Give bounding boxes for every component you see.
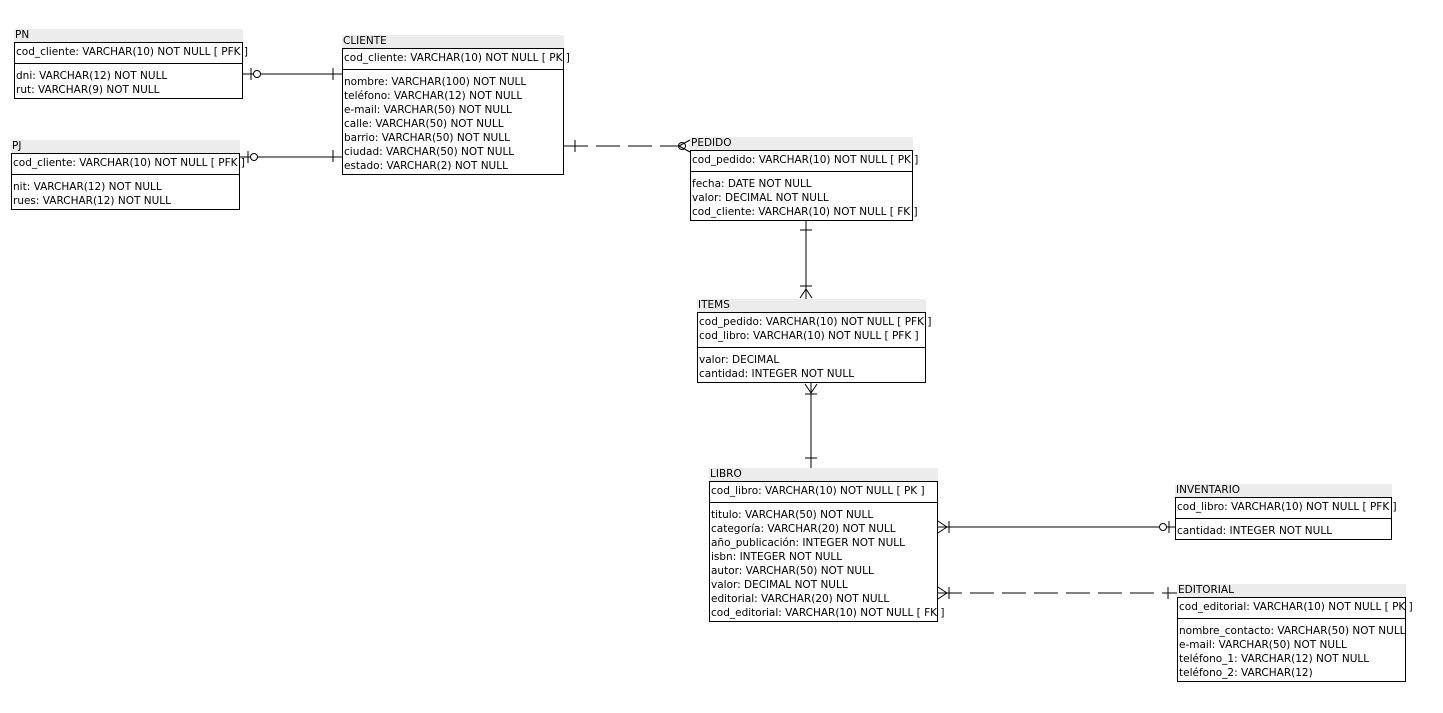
primary-key-section: cod_pedido: VARCHAR(10) NOT NULL [ PK ] xyxy=(691,151,919,172)
attribute: titulo: VARCHAR(50) NOT NULL xyxy=(711,509,874,521)
primary-key-attribute: cod_cliente: VARCHAR(10) NOT NULL [ PFK … xyxy=(13,157,245,169)
entity-title: CLIENTE xyxy=(342,35,564,48)
primary-key-attribute: cod_libro: VARCHAR(10) NOT NULL [ PFK ] xyxy=(699,330,919,342)
attribute: autor: VARCHAR(50) NOT NULL xyxy=(711,565,874,577)
attribute: nit: VARCHAR(12) NOT NULL xyxy=(13,181,162,193)
attribute: editorial: VARCHAR(20) NOT NULL xyxy=(711,593,890,605)
entity-title: ITEMS xyxy=(697,299,926,312)
entity-box: cod_pedido: VARCHAR(10) NOT NULL [ PK ] … xyxy=(690,150,919,221)
attribute-section: valor: DECIMAL cantidad: INTEGER NOT NUL… xyxy=(698,348,925,382)
attribute: valor: DECIMAL NOT NULL xyxy=(692,192,829,204)
relationship-end-zero-or-one xyxy=(250,153,258,161)
attribute-section: fecha: DATE NOT NULL valor: DECIMAL NOT … xyxy=(691,172,918,220)
attribute: isbn: INTEGER NOT NULL xyxy=(711,551,843,563)
primary-key-attribute: cod_cliente: VARCHAR(10) NOT NULL [ PFK … xyxy=(16,46,248,58)
attribute: barrio: VARCHAR(50) NOT NULL xyxy=(344,132,510,144)
primary-key-section: cod_libro: VARCHAR(10) NOT NULL [ PFK ] xyxy=(1176,498,1397,519)
relationship-end-one-or-many xyxy=(937,592,948,600)
attribute: nombre_contacto: VARCHAR(50) NOT NULL xyxy=(1179,625,1406,637)
attribute: dni: VARCHAR(12) NOT NULL xyxy=(16,70,168,82)
relationship-end-one-or-many xyxy=(799,288,807,299)
attribute: teléfono_1: VARCHAR(12) NOT NULL xyxy=(1179,653,1370,665)
entity-box: cod_libro: VARCHAR(10) NOT NULL [ PFK ] … xyxy=(1175,497,1397,540)
entity-pn[interactable]: PN cod_cliente: VARCHAR(10) NOT NULL [ P… xyxy=(14,29,248,99)
attribute-section: nombre: VARCHAR(100) NOT NULL teléfono: … xyxy=(343,70,563,174)
attribute: categoría: VARCHAR(20) NOT NULL xyxy=(711,523,896,535)
attribute-section: titulo: VARCHAR(50) NOT NULL categoría: … xyxy=(710,503,945,621)
primary-key-attribute: cod_pedido: VARCHAR(10) NOT NULL [ PK ] xyxy=(692,154,919,166)
entity-title: PN xyxy=(14,29,243,42)
attribute-section: nit: VARCHAR(12) NOT NULL rues: VARCHAR(… xyxy=(12,175,239,209)
attribute: e-mail: VARCHAR(50) NOT NULL xyxy=(344,104,512,116)
primary-key-attribute: cod_cliente: VARCHAR(10) NOT NULL [ PK ] xyxy=(344,52,570,64)
attribute: estado: VARCHAR(2) NOT NULL xyxy=(344,160,508,172)
relationship-end-one-or-many xyxy=(937,526,948,534)
entity-title: PEDIDO xyxy=(690,137,913,150)
relationship-end-one-or-many xyxy=(810,383,818,394)
entity-cliente[interactable]: CLIENTE cod_cliente: VARCHAR(10) NOT NUL… xyxy=(342,35,570,175)
entity-editorial[interactable]: EDITORIAL cod_editorial: VARCHAR(10) NOT… xyxy=(1177,584,1413,682)
relationship-end-zero-or-many xyxy=(678,145,691,153)
primary-key-attribute: cod_editorial: VARCHAR(10) NOT NULL [ PK… xyxy=(1179,601,1413,613)
relationship-end-zero-or-many xyxy=(678,139,691,147)
entity-title: LIBRO xyxy=(709,468,938,481)
relationship-end-zero-or-many xyxy=(678,142,686,150)
attribute: valor: DECIMAL NOT NULL xyxy=(711,579,848,591)
attribute: teléfono: VARCHAR(12) NOT NULL xyxy=(344,90,523,102)
entity-title: EDITORIAL xyxy=(1177,584,1406,597)
primary-key-attribute: cod_libro: VARCHAR(10) NOT NULL [ PFK ] xyxy=(1177,501,1397,513)
primary-key-section: cod_cliente: VARCHAR(10) NOT NULL [ PFK … xyxy=(15,43,248,64)
attribute: cantidad: INTEGER NOT NULL xyxy=(699,368,855,380)
entity-box: cod_cliente: VARCHAR(10) NOT NULL [ PK ]… xyxy=(342,48,570,175)
entity-libro[interactable]: LIBRO cod_libro: VARCHAR(10) NOT NULL [ … xyxy=(709,468,945,622)
attribute: calle: VARCHAR(50) NOT NULL xyxy=(344,118,504,130)
attribute: fecha: DATE NOT NULL xyxy=(692,178,812,190)
relationship-end-zero-or-one xyxy=(253,70,261,78)
entity-items[interactable]: ITEMS cod_pedido: VARCHAR(10) NOT NULL [… xyxy=(697,299,932,383)
primary-key-section: cod_pedido: VARCHAR(10) NOT NULL [ PFK ]… xyxy=(698,313,932,348)
primary-key-section: cod_cliente: VARCHAR(10) NOT NULL [ PFK … xyxy=(12,154,245,175)
attribute: rut: VARCHAR(9) NOT NULL xyxy=(16,84,160,96)
attribute: año_publicación: INTEGER NOT NULL xyxy=(711,537,905,549)
attribute-section: dni: VARCHAR(12) NOT NULL rut: VARCHAR(9… xyxy=(15,64,242,98)
attribute: cantidad: INTEGER NOT NULL xyxy=(1177,525,1333,537)
primary-key-section: cod_libro: VARCHAR(10) NOT NULL [ PK ] xyxy=(710,482,937,503)
relationship-end-one-or-many xyxy=(937,586,948,594)
entity-title: PJ xyxy=(11,140,240,153)
relationship-end-one-or-many xyxy=(805,288,813,299)
entity-box: cod_pedido: VARCHAR(10) NOT NULL [ PFK ]… xyxy=(697,312,932,383)
entity-box: cod_cliente: VARCHAR(10) NOT NULL [ PFK … xyxy=(14,42,248,99)
attribute: valor: DECIMAL xyxy=(699,354,780,366)
relationship-end-one-or-many xyxy=(804,383,812,394)
relationship-end-zero-or-one xyxy=(1159,523,1167,531)
attribute: e-mail: VARCHAR(50) NOT NULL xyxy=(1179,639,1347,651)
primary-key-attribute: cod_pedido: VARCHAR(10) NOT NULL [ PFK ] xyxy=(699,316,932,328)
attribute-section: nombre_contacto: VARCHAR(50) NOT NULL e-… xyxy=(1178,619,1406,681)
entity-box: cod_cliente: VARCHAR(10) NOT NULL [ PFK … xyxy=(11,153,245,210)
attribute: cod_cliente: VARCHAR(10) NOT NULL [ FK ] xyxy=(692,206,918,218)
primary-key-attribute: cod_libro: VARCHAR(10) NOT NULL [ PK ] xyxy=(711,485,925,497)
attribute: cod_editorial: VARCHAR(10) NOT NULL [ FK… xyxy=(711,607,945,619)
entity-pj[interactable]: PJ cod_cliente: VARCHAR(10) NOT NULL [ P… xyxy=(11,140,245,210)
entity-box: cod_editorial: VARCHAR(10) NOT NULL [ PK… xyxy=(1177,597,1413,682)
entity-box: cod_libro: VARCHAR(10) NOT NULL [ PK ] t… xyxy=(709,481,945,622)
attribute-section: cantidad: INTEGER NOT NULL xyxy=(1176,519,1391,539)
attribute: rues: VARCHAR(12) NOT NULL xyxy=(13,195,171,207)
attribute: nombre: VARCHAR(100) NOT NULL xyxy=(344,76,527,88)
entity-pedido[interactable]: PEDIDO cod_pedido: VARCHAR(10) NOT NULL … xyxy=(690,137,919,221)
entity-inventario[interactable]: INVENTARIO cod_libro: VARCHAR(10) NOT NU… xyxy=(1175,484,1397,540)
relationship-end-one-or-many xyxy=(937,520,948,528)
primary-key-section: cod_cliente: VARCHAR(10) NOT NULL [ PK ] xyxy=(343,49,570,70)
attribute: ciudad: VARCHAR(50) NOT NULL xyxy=(344,146,515,158)
entity-title: INVENTARIO xyxy=(1175,484,1392,497)
attribute: teléfono_2: VARCHAR(12) xyxy=(1179,667,1313,679)
primary-key-section: cod_editorial: VARCHAR(10) NOT NULL [ PK… xyxy=(1178,598,1413,619)
